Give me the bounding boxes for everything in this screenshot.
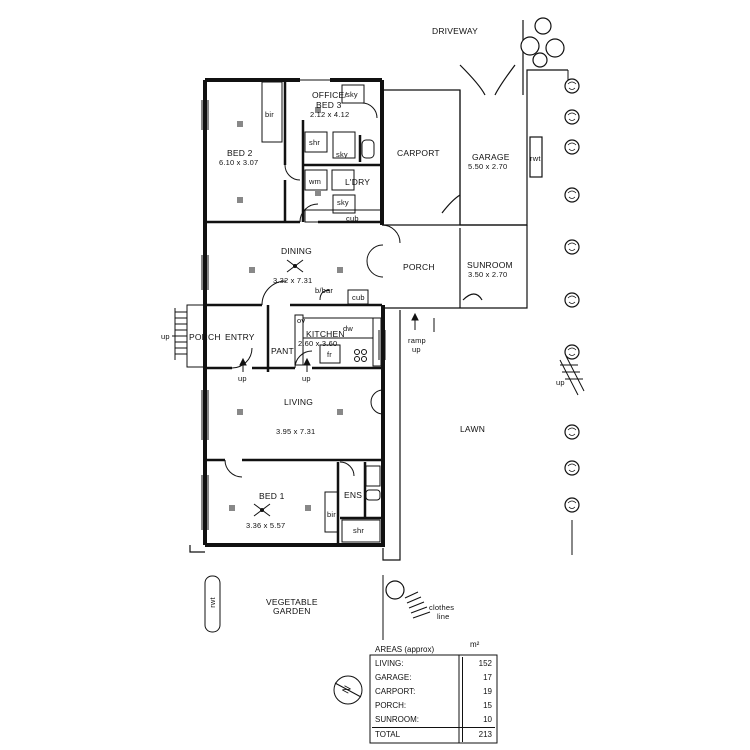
carport-garage-structure bbox=[189, 20, 568, 561]
ensuite-shower-label: shr bbox=[353, 526, 365, 535]
east-boundary bbox=[559, 70, 585, 555]
skylight-office-label: sky bbox=[346, 90, 358, 99]
shower-label: shr bbox=[309, 138, 321, 147]
lawn-label: LAWN bbox=[460, 424, 486, 434]
ceiling-fans bbox=[253, 259, 304, 517]
area-value: 19 bbox=[462, 685, 495, 699]
laundry-label: L'DRY bbox=[345, 177, 371, 187]
carport-label: CARPORT bbox=[397, 148, 440, 158]
area-name: PORCH: bbox=[375, 701, 407, 710]
ensuite-label: ENS bbox=[344, 490, 363, 500]
area-name: GARAGE: bbox=[375, 673, 412, 682]
total-value: 213 bbox=[462, 727, 495, 742]
driveway-label: DRIVEWAY bbox=[432, 26, 478, 36]
clothes-line-label-2: line bbox=[437, 612, 450, 621]
dining-dimensions: 3.32 x 7.31 bbox=[273, 276, 313, 285]
area-value: 10 bbox=[462, 713, 495, 728]
bed2-robe-label: bir bbox=[265, 110, 274, 119]
rainwater-tank-label-2: rwt bbox=[207, 597, 217, 608]
fixtures bbox=[201, 81, 386, 543]
dining-label: DINING bbox=[281, 246, 312, 256]
washing-machine-label: wm bbox=[309, 177, 322, 186]
laundry-cupboard-label: cub bbox=[346, 214, 359, 223]
bed1-dimensions: 3.36 x 5.57 bbox=[246, 521, 286, 530]
garden-elements bbox=[204, 575, 431, 640]
bed1-robe-label: bir bbox=[327, 510, 336, 519]
kitchen-cupboard-label: cub bbox=[352, 293, 365, 302]
sunroom-dimensions: 3.50 x 2.70 bbox=[468, 270, 508, 279]
area-name: LIVING: bbox=[375, 659, 404, 668]
north-symbol bbox=[333, 675, 363, 705]
table-row: SUNROOM: 10 bbox=[372, 713, 495, 728]
pantry-label: PANT bbox=[271, 346, 294, 356]
entry-label: ENTRY bbox=[225, 332, 255, 342]
areas-unit: m² bbox=[470, 640, 480, 649]
ramp-label: ramp bbox=[408, 336, 426, 345]
kitchen-dimensions: 2.60 x 3.60 bbox=[298, 339, 338, 348]
pantry-step-up-label: up bbox=[302, 374, 311, 383]
east-porch-label: PORCH bbox=[403, 262, 435, 272]
table-row: CARPORT: 19 bbox=[372, 685, 495, 699]
clothes-line-label-1: clothes bbox=[429, 603, 455, 612]
fridge-label: fr bbox=[327, 350, 332, 359]
area-value: 152 bbox=[462, 657, 495, 671]
west-porch-label: PORCH bbox=[189, 332, 221, 342]
breakfast-bar-label: b/bar bbox=[315, 286, 334, 295]
west-step-up-label: up bbox=[161, 332, 170, 341]
office-dimensions: 2.12 x 4.12 bbox=[310, 110, 350, 119]
areas-table: LIVING: 152 GARAGE: 17 CARPORT: 19 PORCH: 15… bbox=[372, 657, 495, 742]
dishwasher-label: dw bbox=[343, 324, 353, 333]
skylight-bath-label: sky bbox=[336, 150, 348, 159]
area-name: SUNROOM: bbox=[375, 715, 419, 724]
living-dimensions: 3.95 x 7.31 bbox=[276, 427, 316, 436]
areas-title: AREAS (approx) bbox=[375, 645, 435, 654]
ceiling-lights bbox=[229, 107, 343, 511]
total-name: TOTAL bbox=[372, 727, 463, 742]
bed2-dimensions: 6.10 x 3.07 bbox=[219, 158, 259, 167]
vegetable-garden-label-1: VEGETABLE bbox=[266, 597, 318, 607]
office-label: OFFICE/ bbox=[312, 90, 347, 100]
skylight-laundry-label: sky bbox=[337, 198, 349, 207]
bed2-label: BED 2 bbox=[227, 148, 253, 158]
sunroom-label: SUNROOM bbox=[467, 260, 513, 270]
exterior-walls bbox=[203, 78, 385, 547]
entry-step-up-label: up bbox=[238, 374, 247, 383]
ramp-up-label: up bbox=[412, 345, 421, 354]
vegetable-garden-label-2: GARDEN bbox=[273, 606, 311, 616]
kitchen-label: KITCHEN bbox=[306, 329, 345, 339]
garage-dimensions: 5.50 x 2.70 bbox=[468, 162, 508, 171]
oven-label: ov bbox=[297, 316, 306, 325]
table-row: PORCH: 15 bbox=[372, 699, 495, 713]
area-value: 15 bbox=[462, 699, 495, 713]
garage-label: GARAGE bbox=[472, 152, 510, 162]
trees bbox=[385, 17, 580, 600]
bed3-label: BED 3 bbox=[316, 100, 342, 110]
table-row: GARAGE: 17 bbox=[372, 671, 495, 685]
rainwater-tank-label-1: rwt bbox=[530, 154, 541, 163]
arrows bbox=[172, 312, 435, 372]
doors bbox=[224, 102, 401, 478]
east-step-up-label: up bbox=[556, 378, 565, 387]
area-value: 17 bbox=[462, 671, 495, 685]
table-row: LIVING: 152 bbox=[372, 657, 495, 671]
living-label: LIVING bbox=[284, 397, 314, 407]
bed1-label: BED 1 bbox=[259, 491, 285, 501]
area-name: CARPORT: bbox=[375, 687, 416, 696]
